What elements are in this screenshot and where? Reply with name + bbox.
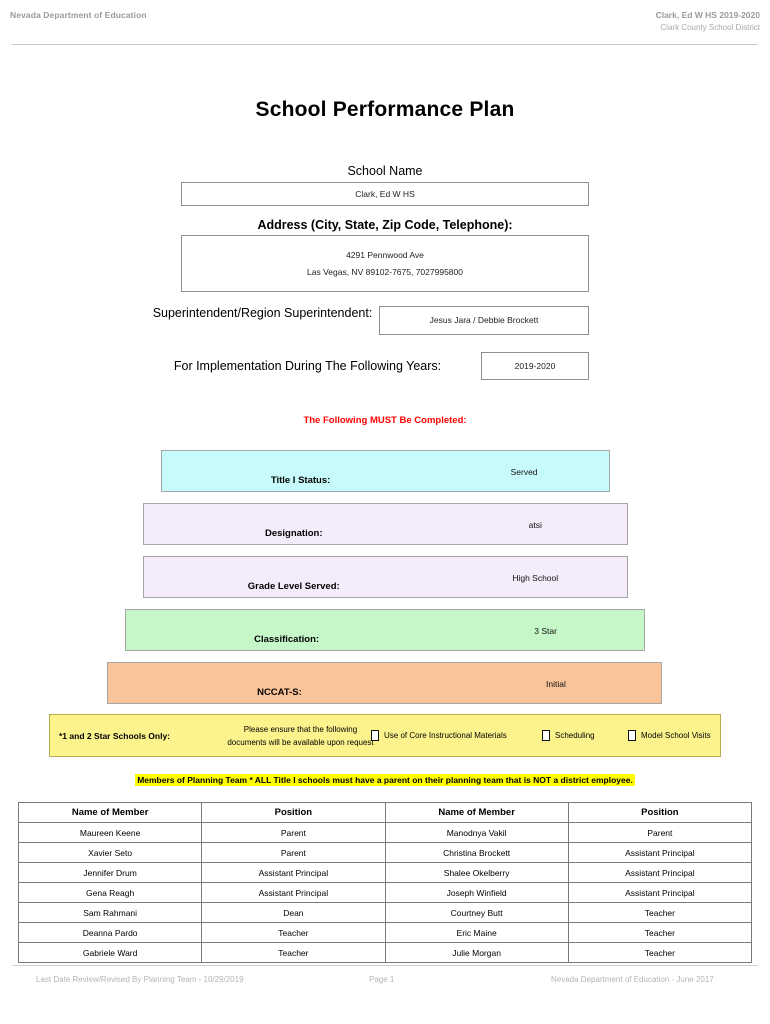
implementation-years-field[interactable]: 2019-2020 [481,352,589,380]
status-bar-title-i-label: Title I Status: [270,474,331,486]
member-name[interactable]: Xavier Seto [17,842,203,863]
column-header-name-1: Name of Member [17,802,203,823]
star-schools-note-line-2: documents will be available upon request [227,737,374,747]
member-position[interactable]: Teacher [567,942,753,963]
superintendent-label: Superintendent/Region Superintendent: [152,306,373,320]
member-position[interactable]: Assistant Principal [567,882,753,903]
status-bar-grade-level[interactable]: Grade Level Served: High School [143,556,628,598]
column-header-name-2: Name of Member [384,802,569,823]
member-name[interactable]: Courtney Butt [384,902,569,923]
status-bar-title-i[interactable]: Title I Status: Served [161,450,610,492]
status-bar-designation-label: Designation: [264,527,323,539]
address-field[interactable]: 4291 Pennwood Ave Las Vegas, NV 89102-76… [181,235,589,292]
table-header-row: Name of Member Position Name of Member P… [17,802,753,823]
checkbox-row-scheduling[interactable]: Scheduling [542,715,595,756]
footer-page-number: Page 1 [369,975,395,984]
footer-source: Nevada Department of Education - June 20… [551,975,714,984]
planning-team-banner: Members of Planning Team * ALL Title I s… [0,770,770,788]
table-row: Gena Reagh Assistant Principal Joseph Wi… [17,882,753,903]
school-name-value: Clark, Ed W HS [355,188,415,199]
status-bar-classification-value: 3 Star [534,626,557,636]
member-name[interactable]: Julie Morgan [384,942,569,963]
member-name[interactable]: Gena Reagh [17,882,203,903]
member-name[interactable]: Christina Brockett [384,842,569,863]
implementation-years-label: For Implementation During The Following … [173,359,442,373]
address-line-1: 4291 Pennwood Ave [346,249,424,260]
member-position[interactable]: Dean [201,902,386,923]
star-schools-note-line-1: Please ensure that the following [243,724,358,734]
status-bar-classification[interactable]: Classification: 3 Star [125,609,645,651]
column-header-position-1: Position [201,802,386,823]
address-label: Address (City, State, Zip Code, Telephon… [257,218,513,232]
header-district-name: Clark County School District [660,23,760,32]
checkbox-label-core-materials: Use of Core Instructional Materials [384,731,507,740]
member-name[interactable]: Jennifer Drum [17,862,203,883]
required-notice: The Following MUST Be Completed: [303,415,467,426]
superintendent-field[interactable]: Jesus Jara / Debbie Brockett [379,306,589,335]
checkbox-icon[interactable] [371,730,379,741]
star-schools-label: *1 and 2 Star Schools Only: [59,730,171,741]
checkbox-icon[interactable] [628,730,636,741]
member-position[interactable]: Teacher [567,922,753,943]
member-position[interactable]: Assistant Principal [201,862,386,883]
member-name[interactable]: Joseph Winfield [384,882,569,903]
footer-divider [12,965,758,966]
status-bar-designation-value: atsi [528,520,542,530]
column-header-position-2: Position [567,802,753,823]
table-row: Xavier Seto Parent Christina Brockett As… [17,842,753,863]
school-name-field[interactable]: Clark, Ed W HS [181,182,589,206]
superintendent-value: Jesus Jara / Debbie Brockett [429,315,539,325]
status-bar-designation[interactable]: Designation: atsi [143,503,628,545]
member-name[interactable]: Gabriele Ward [17,942,203,963]
table-row: Sam Rahmani Dean Courtney Butt Teacher [17,902,753,923]
planning-team-table: Name of Member Position Name of Member P… [17,802,753,963]
member-name[interactable]: Manodnya Vakil [384,822,569,843]
checkbox-label-model-school-visits: Model School Visits [641,731,711,740]
implementation-years-value: 2019-2020 [514,360,556,371]
school-name-label: School Name [347,164,423,178]
member-name[interactable]: Sam Rahmani [17,902,203,923]
status-bar-classification-label: Classification: [254,633,320,645]
member-position[interactable]: Parent [201,842,386,863]
member-name[interactable]: Eric Maine [384,922,569,943]
page-title: School Performance Plan [255,98,515,121]
footer-last-revised: Last Date Review/Revised By Planning Tea… [36,975,244,984]
status-bar-grade-level-label: Grade Level Served: [247,580,340,592]
star-schools-strip: *1 and 2 Star Schools Only: Please ensur… [49,714,721,757]
page-header: Nevada Department of Education Clark, Ed… [0,0,770,48]
status-bar-nccat-s-label: NCCAT-S: [257,686,302,698]
address-line-2: Las Vegas, NV 89102-7675, 7027995800 [307,266,463,277]
member-position[interactable]: Assistant Principal [567,842,753,863]
table-row: Maureen Keene Parent Manodnya Vakil Pare… [17,822,753,843]
status-bar-grade-level-value: High School [512,573,559,583]
status-bar-nccat-s-value: Initial [546,679,566,689]
status-bar-nccat-s[interactable]: NCCAT-S: Initial [107,662,662,704]
header-agency-name: Nevada Department of Education [10,10,147,20]
checkbox-row-model-school-visits[interactable]: Model School Visits [628,715,711,756]
page-footer: Last Date Review/Revised By Planning Tea… [0,965,770,1005]
member-position[interactable]: Parent [567,822,753,843]
member-name[interactable]: Shalee Okelberry [384,862,569,883]
member-position[interactable]: Assistant Principal [567,862,753,883]
table-row: Gabriele Ward Teacher Julie Morgan Teach… [17,942,753,963]
status-bar-title-i-value: Served [510,467,538,477]
member-name[interactable]: Deanna Pardo [17,922,203,943]
member-position[interactable]: Teacher [567,902,753,923]
table-row: Deanna Pardo Teacher Eric Maine Teacher [17,922,753,943]
member-name[interactable]: Maureen Keene [17,822,203,843]
table-row: Jennifer Drum Assistant Principal Shalee… [17,862,753,883]
header-school-year: Clark, Ed W HS 2019-2020 [655,10,760,20]
member-position[interactable]: Parent [201,822,386,843]
planning-team-banner-text: Members of Planning Team * ALL Title I s… [135,774,635,786]
member-position[interactable]: Teacher [201,942,386,963]
checkbox-row-core-materials[interactable]: Use of Core Instructional Materials [371,715,507,756]
header-divider [12,44,758,45]
checkbox-icon[interactable] [542,730,550,741]
member-position[interactable]: Teacher [201,922,386,943]
member-position[interactable]: Assistant Principal [201,882,386,903]
checkbox-label-scheduling: Scheduling [555,731,595,740]
star-schools-note: Please ensure that the following documen… [198,715,403,756]
